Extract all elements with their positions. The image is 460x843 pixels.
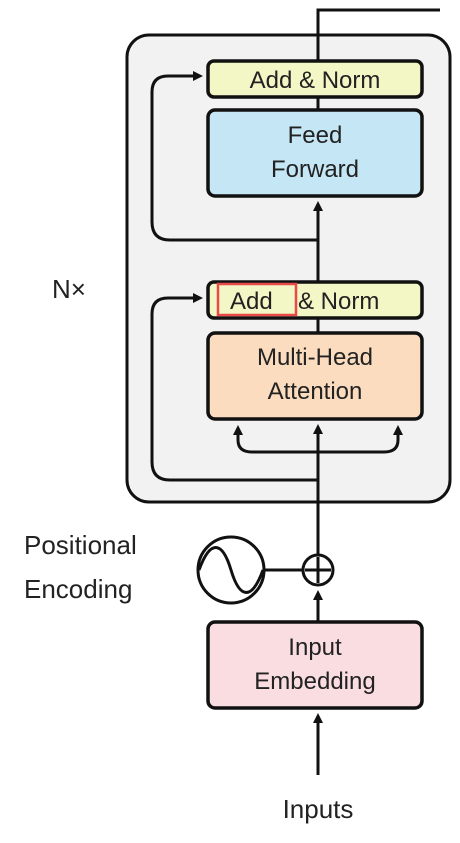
feed-forward-line1: Feed — [288, 122, 343, 149]
inputs-label: Inputs — [283, 794, 354, 824]
add-norm-bottom-box — [206, 280, 424, 320]
residual-ff — [150, 71, 318, 242]
output-line — [316, 8, 440, 62]
input-embedding-line2: Embedding — [254, 668, 375, 695]
arrow-attention-right — [318, 425, 403, 454]
add-norm-bottom-rest: & Norm — [298, 288, 379, 315]
input-embedding-box — [206, 620, 424, 710]
plus-circle-icon — [301, 553, 335, 587]
residual-attention — [150, 293, 318, 482]
positional-encoding-line1: Positional — [24, 530, 137, 560]
add-norm-bottom-add: Add — [230, 288, 273, 315]
feed-forward-line2: Forward — [271, 156, 359, 183]
add-norm-top-box — [206, 59, 424, 99]
encoder-block — [125, 33, 452, 504]
attention-line1: Multi-Head — [257, 344, 373, 371]
add-norm-top-label: Add & Norm — [250, 67, 381, 94]
input-embedding-line1: Input — [288, 634, 342, 661]
positional-encoding-line2: Encoding — [24, 574, 132, 604]
add-highlight-box — [216, 282, 298, 317]
arrow-attention-left — [233, 425, 318, 454]
attention-box — [206, 331, 424, 421]
attention-line2: Attention — [268, 378, 363, 405]
feed-forward-box — [206, 108, 424, 198]
repeat-label: N× — [52, 274, 86, 304]
sine-wave-icon — [196, 535, 266, 605]
